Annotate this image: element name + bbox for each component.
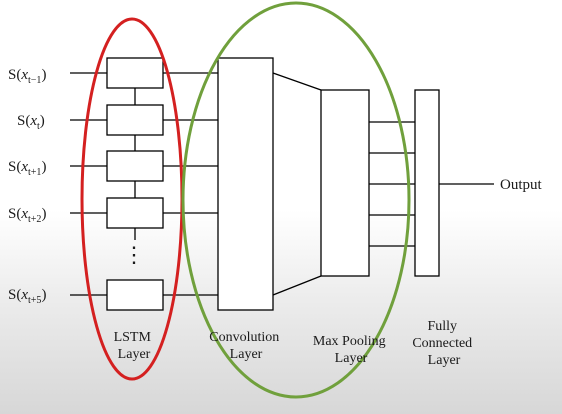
- input-label-t-plus-5: S(xt+5): [8, 287, 46, 306]
- input-labels: S(xt−1) S(xt) S(xt+1) S(xt+2) S(xt+5): [8, 67, 46, 306]
- lstm-layer-caption: LSTM Layer: [114, 330, 155, 362]
- fully-connected-layer-block: [414, 89, 440, 277]
- conv-to-pool-funnel: [272, 72, 322, 296]
- output-label: Output: [500, 177, 543, 193]
- lstm-cell: [106, 57, 164, 89]
- max-pooling-layer-block: [320, 89, 370, 277]
- convolution-layer-block: [217, 57, 274, 311]
- fully-connected-layer-caption: Fully Connected Layer: [412, 319, 475, 368]
- convolution-layer-caption: Convolution Layer: [209, 330, 283, 362]
- ellipsis-indicator: ⋮: [123, 242, 145, 267]
- max-pooling-layer-caption: Max Pooling Layer: [313, 334, 389, 366]
- input-label-t-plus-2: S(xt+2): [8, 206, 46, 225]
- lstm-to-conv-connectors: [163, 72, 218, 296]
- input-label-t: S(xt): [17, 113, 45, 132]
- lstm-cell: [106, 197, 164, 229]
- input-label-t-minus-1: S(xt−1): [8, 67, 46, 86]
- lstm-cell: [106, 150, 164, 182]
- conv-pool-highlight-ellipse: [181, 1, 411, 399]
- input-label-t-plus-1: S(xt+1): [8, 159, 46, 178]
- lstm-cell: [106, 104, 164, 136]
- lstm-cell: [106, 279, 164, 311]
